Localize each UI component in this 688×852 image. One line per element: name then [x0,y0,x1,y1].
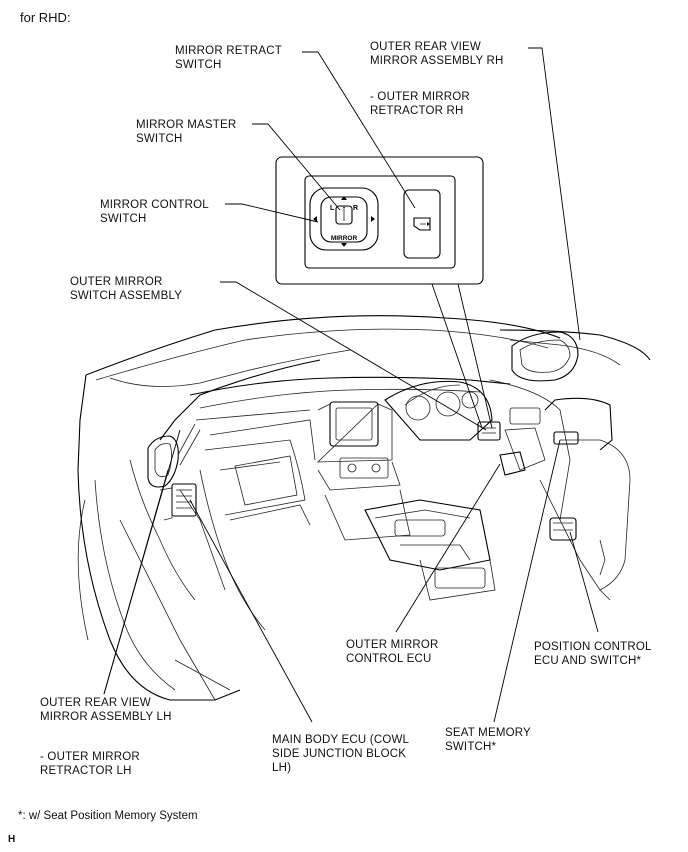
driver-seat-back [544,397,613,451]
switch-mark-left: L [330,205,335,212]
dashboard [159,331,631,631]
main-body-ecu [171,483,197,517]
label-outer-mirror-control-ecu: OUTER MIRROR CONTROL ECU [346,639,439,665]
vehicle-body-outline [77,315,651,701]
arrow-down-icon [341,243,347,247]
mirror-fold-icon [413,217,431,231]
label-outer-rear-view-mirror-rh: OUTER REAR VIEW MIRROR ASSEMBLY RH [370,41,504,67]
page-header: for RHD: [20,10,71,25]
label-outer-mirror-retractor-lh: - OUTER MIRROR RETRACTOR LH [40,751,140,777]
switch-mark-mirror: MIRROR [331,235,358,242]
mirror-control-knob [309,187,379,251]
label-mirror-control-switch: MIRROR CONTROL SWITCH [100,199,209,225]
outer-rear-view-mirror-rh [511,331,579,382]
arrow-right-icon [371,216,375,222]
label-outer-mirror-switch-assembly: OUTER MIRROR SWITCH ASSEMBLY [70,276,183,302]
seat-memory-switch [553,431,579,445]
label-position-control-ecu: POSITION CONTROL ECU AND SWITCH* [534,641,652,667]
label-mirror-master-switch: MIRROR MASTER SWITCH [136,119,237,145]
arrow-up-icon [341,196,347,200]
label-seat-memory-switch: SEAT MEMORY SWITCH* [445,727,531,753]
svg-text:•: • [343,206,345,212]
leader-lines [103,47,599,723]
footnote: *: w/ Seat Position Memory System [18,810,198,822]
label-outer-mirror-retractor-rh: - OUTER MIRROR RETRACTOR RH [370,91,470,117]
outer-mirror-control-ecu [499,451,526,476]
label-mirror-retract-switch: MIRROR RETRACT SWITCH [175,45,282,71]
label-main-body-ecu: MAIN BODY ECU (COWL SIDE JUNCTION BLOCK … [272,734,410,774]
mirror-retract-button [403,189,441,259]
label-outer-rear-view-mirror-lh: OUTER REAR VIEW MIRROR ASSEMBLY LH [40,697,172,723]
instrument-cluster [384,380,493,441]
outer-mirror-switch-assembly [477,421,501,441]
navigation-display [329,401,379,447]
corner-mark: H [8,834,16,845]
outer-rear-view-mirror-lh [147,435,179,488]
switch-mark-right: R [353,205,358,212]
switch-closeup-inset: L • R MIRROR [275,156,484,285]
position-control-ecu [549,517,577,541]
mirror-master-knob [335,205,353,225]
arrow-left-icon [313,216,317,222]
